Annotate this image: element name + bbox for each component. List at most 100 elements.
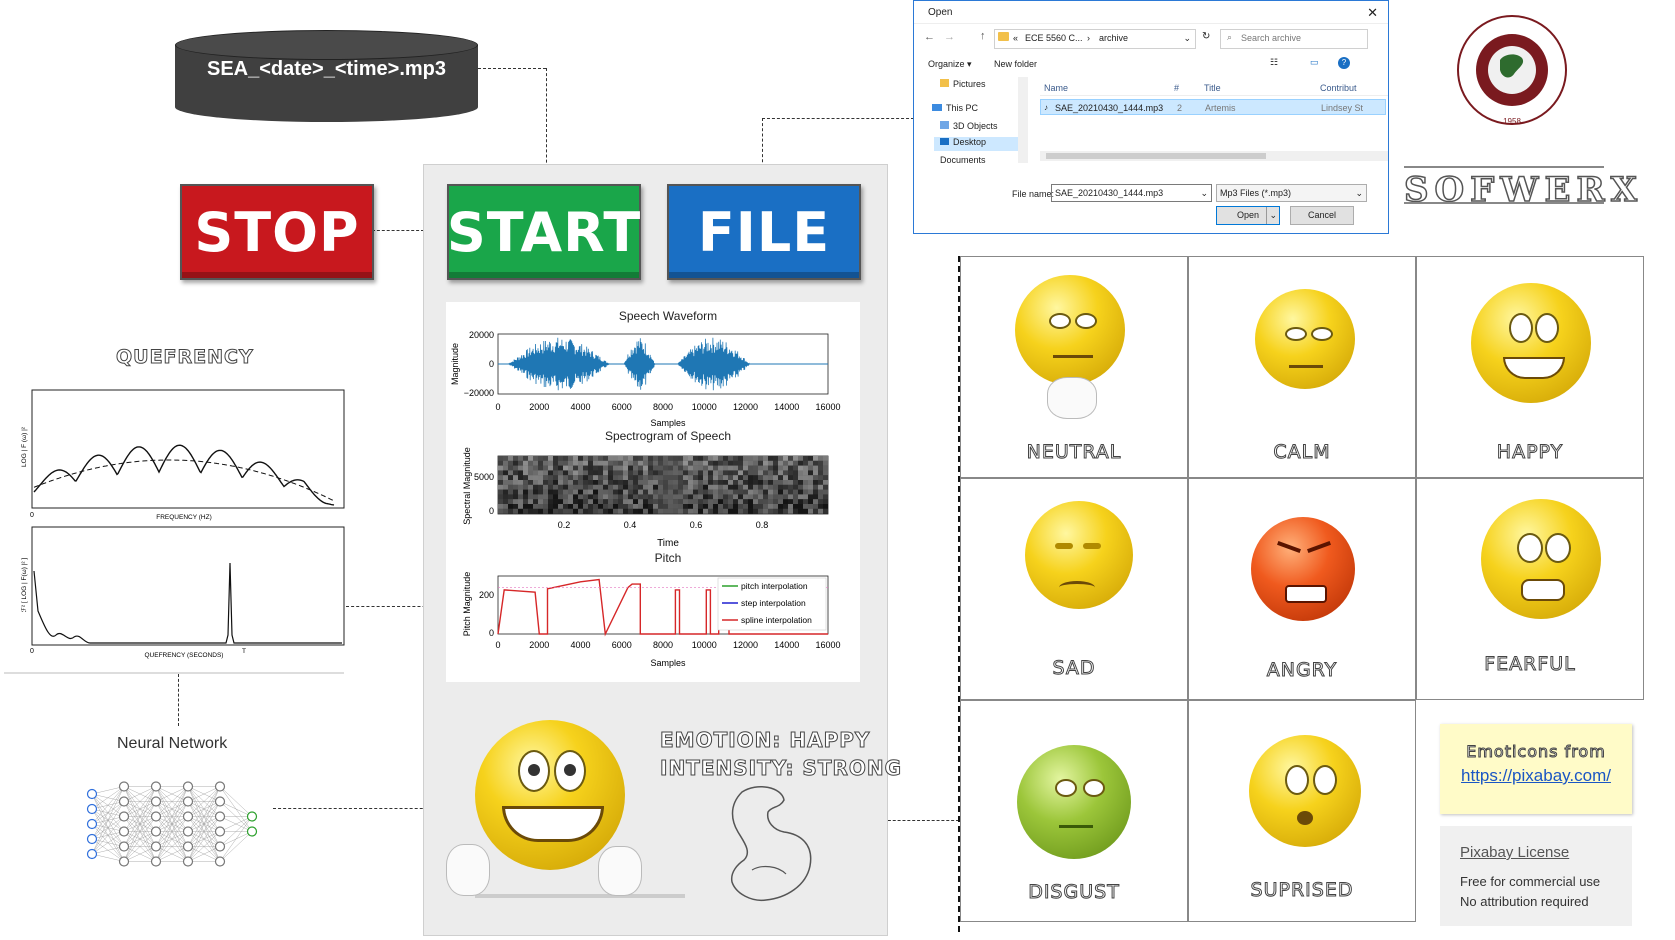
preview-pane-icon[interactable]: ▭	[1310, 57, 1319, 67]
nav-desktop[interactable]: Desktop	[934, 137, 1020, 151]
spectrogram-cell	[523, 484, 528, 490]
spectrogram-cell	[763, 475, 768, 481]
file-list-hscroll[interactable]	[1040, 151, 1388, 161]
spectrogram-cell	[653, 484, 658, 490]
path-part-3[interactable]: archive	[1099, 33, 1129, 43]
nav-scrollbar[interactable]	[1018, 77, 1028, 163]
spectrogram-cell	[768, 504, 773, 509]
emotion-cell-neutral: NEUTRAL	[960, 256, 1188, 478]
nn-edge	[187, 786, 221, 862]
file-row[interactable]: ♪ SAE_20210430_1444.mp3 2 Artemis Lindse…	[1040, 99, 1386, 115]
spectrogram-cell	[498, 508, 503, 514]
filename-input[interactable]: SAE_20210430_1444.mp3 ⌄	[1051, 184, 1212, 202]
spectrogram-cell	[648, 508, 653, 514]
spectrogram-cell	[528, 499, 533, 505]
organize-button[interactable]: Organize ▾	[928, 59, 972, 69]
spectrogram-cell	[803, 475, 808, 481]
spectrogram-cell	[783, 504, 788, 509]
open-button[interactable]: Open⌄	[1216, 206, 1280, 225]
spectrogram-cell	[703, 456, 708, 461]
spectrogram-cell	[738, 460, 743, 466]
spectrogram-cell	[763, 508, 768, 514]
license-line-1: Free for commercial use	[1460, 874, 1601, 889]
spectrogram-cell	[778, 499, 783, 505]
spectrogram-cell	[818, 504, 823, 509]
spectrogram-cell	[508, 456, 513, 461]
search-field[interactable]: ⌕ Search archive	[1220, 29, 1368, 49]
start-button[interactable]: START	[447, 184, 641, 280]
spectrogram-cell	[648, 465, 653, 471]
spectrogram-cell	[628, 499, 633, 505]
spectrogram-cell	[738, 508, 743, 514]
refresh-icon[interactable]: ↻	[1202, 31, 1211, 42]
spectrogram-cell	[528, 475, 533, 481]
spectrogram-cell	[548, 475, 553, 481]
spectrogram-cell	[578, 475, 583, 481]
split-chevron-icon[interactable]: ⌄	[1266, 207, 1277, 224]
spectrogram-cell	[653, 470, 658, 476]
col-title[interactable]: Title	[1204, 83, 1221, 93]
spectrogram-cell	[683, 460, 688, 466]
spectrogram-cell	[518, 504, 523, 509]
pitch-xtick-0: 0	[495, 640, 500, 650]
pixabay-link[interactable]: https://pixabay.com/	[1461, 766, 1611, 785]
spectrogram-cell	[653, 504, 658, 509]
chevron-down-icon[interactable]: ⌄	[1183, 33, 1191, 43]
col-name[interactable]: Name	[1044, 83, 1069, 93]
back-icon[interactable]: ←	[924, 31, 935, 43]
spectrogram-cell	[653, 475, 658, 481]
spectrogram-cell	[793, 499, 798, 505]
spectrogram-cell	[753, 480, 758, 485]
chevron-down-icon[interactable]: ⌄	[1200, 188, 1208, 198]
col-number[interactable]: #	[1174, 83, 1180, 93]
computer-icon	[932, 104, 942, 111]
chevron-down-icon[interactable]: ⌄	[1355, 188, 1363, 198]
legend-step: step interpolation	[741, 598, 806, 608]
address-bar[interactable]: « ECE 5560 C... › archive ⌄	[994, 29, 1196, 49]
up-icon[interactable]: ↑	[980, 30, 986, 42]
nav-pictures[interactable]: Pictures	[940, 79, 986, 89]
filetype-select[interactable]: Mp3 Files (*.mp3) ⌄	[1216, 184, 1367, 202]
spectrogram-cell	[758, 508, 763, 514]
help-icon[interactable]: ?	[1338, 57, 1350, 69]
view-icon[interactable]: ☷	[1270, 57, 1279, 67]
nav-3d-objects[interactable]: 3D Objects	[940, 121, 998, 131]
spectrogram-cell	[513, 460, 518, 466]
spectrogram-cell	[593, 460, 598, 466]
spectrogram-cell	[523, 470, 528, 476]
nn-edge	[187, 831, 221, 862]
spectrogram-cell	[643, 456, 648, 461]
spectrogram-cell	[533, 494, 538, 500]
stop-button[interactable]: STOP	[180, 184, 374, 280]
file-button[interactable]: FILE	[667, 184, 861, 280]
spectrogram-cell	[663, 480, 668, 485]
spectrogram-cell	[613, 508, 618, 514]
spectrogram-cell	[548, 460, 553, 466]
spectrogram-cell	[813, 465, 818, 471]
spectrogram-cell	[663, 465, 668, 471]
spectrogram-cell	[688, 499, 693, 505]
spectrogram-cell	[758, 465, 763, 471]
cancel-button[interactable]: Cancel	[1290, 206, 1354, 225]
nav-this-pc[interactable]: This PC	[932, 103, 978, 113]
forward-icon[interactable]: →	[944, 31, 955, 43]
spectrogram-cell	[813, 504, 818, 509]
close-icon[interactable]: ✕	[1367, 5, 1378, 20]
spectrogram-cell	[608, 480, 613, 485]
col-contributing[interactable]: Contribut	[1320, 83, 1357, 93]
pitch-ytick-0: 200	[479, 590, 494, 600]
spectrogram-cell	[778, 504, 783, 509]
license-title[interactable]: Pixabay License	[1460, 844, 1570, 861]
spectrogram-cell	[808, 456, 813, 461]
nav-documents[interactable]: Documents	[940, 155, 986, 163]
spectrogram-cell	[643, 484, 648, 490]
new-folder-button[interactable]: New folder	[994, 59, 1038, 69]
spectrogram-cell	[508, 508, 513, 514]
path-part-1[interactable]: ECE 5560 C...	[1025, 33, 1083, 43]
spectrogram-cell	[543, 460, 548, 466]
spectrogram-cell	[748, 494, 753, 500]
spectrogram-cell	[518, 470, 523, 476]
spectrogram-cell	[648, 480, 653, 485]
spectrogram-cell	[638, 508, 643, 514]
spectrogram-cell	[543, 499, 548, 505]
